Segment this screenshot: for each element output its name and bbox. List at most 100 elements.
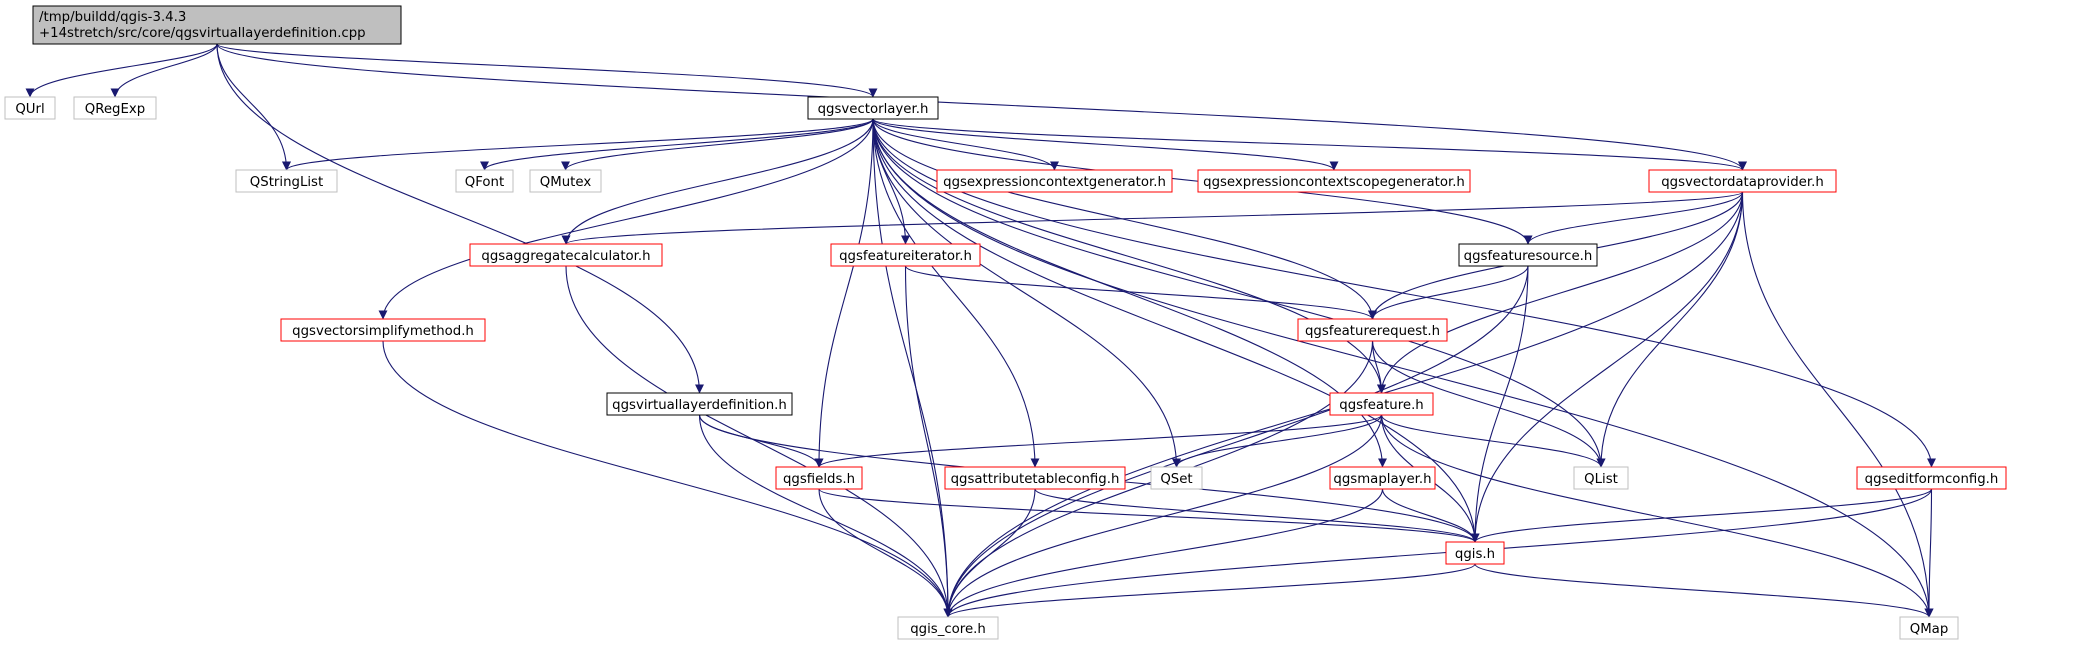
edge-qgseditformconfig-to-qgis_core — [943, 488, 1933, 618]
node-qgsfeatureiterator[interactable]: qgsfeatureiterator.h — [830, 243, 981, 267]
edge-qgsfeaturesource-to-qgis_core — [943, 265, 1529, 618]
node-label: QUrl — [15, 102, 44, 117]
node-box — [1856, 466, 2007, 490]
node-label: QList — [1584, 472, 1618, 487]
node-box — [280, 318, 486, 342]
node-qlist[interactable]: QList — [1573, 466, 1629, 490]
edge-qgsvectorlayer-to-qgsexprctxgen — [872, 118, 1059, 171]
node-label: qgsvirtuallayerdefinition.h — [612, 398, 787, 413]
node-box — [4, 96, 56, 120]
node-label: qgis.h — [1455, 547, 1495, 562]
node-box — [775, 466, 863, 490]
node-qgsfields[interactable]: qgsfields.h — [775, 466, 863, 490]
edge-qgsfeaturesource-to-qgsfeaturerequest — [1368, 265, 1529, 320]
node-qset[interactable]: QSet — [1150, 466, 1203, 490]
edge-qgsvectordataprovider-to-qgsfeaturesource — [1523, 191, 1744, 245]
edge-qgsfeature-to-qmap — [1380, 414, 1934, 618]
edge-qgsattributetableconfig-to-qgis — [1034, 488, 1480, 543]
edge-qgsmaplayer-to-qgis_core — [943, 488, 1384, 618]
node-box — [1648, 169, 1837, 193]
node-qgsfeaturerequest[interactable]: qgsfeaturerequest.h — [1297, 318, 1448, 342]
node-qgsfeature[interactable]: qgsfeature.h — [1329, 392, 1434, 416]
node-qmap[interactable]: QMap — [1899, 616, 1959, 640]
node-label: QRegExp — [85, 102, 145, 117]
node-label: QMap — [1910, 622, 1949, 637]
node-label: QFont — [465, 175, 504, 190]
node-qgsexprctxscopegen[interactable]: qgsexpressioncontextscopegenerator.h — [1197, 169, 1471, 193]
node-box — [1445, 541, 1505, 565]
node-label: QStringList — [250, 175, 323, 190]
node-qgsvectorsimplifymethod[interactable]: qgsvectorsimplifymethod.h — [280, 318, 486, 342]
node-qfont[interactable]: QFont — [455, 169, 514, 193]
edge-qgsmaplayer-to-qgis — [1381, 488, 1480, 543]
edge-root-to-qregexp — [110, 43, 218, 98]
node-qgis_core[interactable]: qgis_core.h — [897, 616, 999, 640]
edge-qgsvectorlayer-to-qgsvectordataprovider — [872, 118, 1747, 171]
node-box — [606, 392, 793, 416]
node-box — [1329, 392, 1434, 416]
edge-qgsvectorlayer-to-qmutex — [561, 118, 874, 171]
node-label: QSet — [1160, 472, 1192, 487]
edge-qgsvectordataprovider-to-qlist — [1596, 191, 1744, 468]
edge-qgsfeaturesource-to-qgis — [1470, 265, 1529, 543]
edges — [25, 43, 1936, 618]
node-qgseditformconfig[interactable]: qgseditformconfig.h — [1856, 466, 2007, 490]
node-qmutex[interactable]: QMutex — [529, 169, 602, 193]
edge-qgsvectorlayer-to-qgis — [872, 118, 1480, 543]
node-qstringlist[interactable]: QStringList — [235, 169, 338, 193]
node-box — [469, 243, 663, 267]
edge-root-to-qurl — [25, 43, 218, 98]
node-label: qgsfields.h — [783, 472, 855, 487]
node-root[interactable]: /tmp/buildd/qgis-3.4.3+14stretch/src/cor… — [32, 5, 402, 45]
node-qgsexprctxgen[interactable]: qgsexpressioncontextgenerator.h — [936, 169, 1173, 193]
node-label: qgsvectorlayer.h — [818, 102, 929, 117]
node-label: qgsexpressioncontextscopegenerator.h — [1203, 175, 1465, 190]
node-box — [73, 96, 157, 120]
node-box — [1573, 466, 1629, 490]
node-box — [830, 243, 981, 267]
edge-qgsvirtuallayerdefinition-to-qgsfields — [698, 414, 824, 468]
edge-qgseditformconfig-to-qmap — [1924, 488, 1934, 618]
edge-qgsaggregatecalculator-to-qgis_core — [565, 265, 953, 618]
edge-root-to-qgsvirtuallayerdefinition — [216, 43, 704, 394]
node-qgsattributetableconfig[interactable]: qgsattributetableconfig.h — [944, 466, 1126, 490]
node-qgsvectordataprovider[interactable]: qgsvectordataprovider.h — [1648, 169, 1837, 193]
node-box — [897, 616, 999, 640]
edge-qgis-to-qgis_core — [943, 563, 1476, 618]
node-box — [529, 169, 602, 193]
node-qgis[interactable]: qgis.h — [1445, 541, 1505, 565]
node-label: qgsvectordataprovider.h — [1661, 175, 1824, 190]
node-label: /tmp/buildd/qgis-3.4.3 — [39, 10, 186, 25]
edge-root-to-qstringlist — [216, 43, 291, 171]
node-qgsfeaturesource[interactable]: qgsfeaturesource.h — [1458, 243, 1598, 267]
node-qgsvirtuallayerdefinition[interactable]: qgsvirtuallayerdefinition.h — [606, 392, 793, 416]
edge-qgseditformconfig-to-qgis — [1470, 488, 1933, 543]
node-label: qgsfeaturerequest.h — [1305, 324, 1440, 339]
edge-qgsfeaturerequest-to-qlist — [1371, 340, 1606, 468]
node-box — [1297, 318, 1448, 342]
edge-root-to-qgsvectorlayer — [216, 43, 878, 98]
node-qgsmaplayer[interactable]: qgsmaplayer.h — [1329, 466, 1436, 490]
node-box — [1197, 169, 1471, 193]
nodes: /tmp/buildd/qgis-3.4.3+14stretch/src/cor… — [4, 5, 2007, 640]
node-qgsaggregatecalculator[interactable]: qgsaggregatecalculator.h — [469, 243, 663, 267]
node-label: qgsfeaturesource.h — [1464, 249, 1593, 264]
node-qurl[interactable]: QUrl — [4, 96, 56, 120]
edge-qgsvectorlayer-to-qstringlist — [282, 118, 874, 171]
edge-qgsvectorlayer-to-qgsfields — [814, 118, 874, 468]
edge-qgsfeatureiterator-to-qgis_core — [904, 265, 953, 618]
edge-qgsvectordataprovider-to-qgis — [1470, 191, 1744, 543]
node-label: qgsfeatureiterator.h — [839, 249, 972, 264]
edge-qgsvectorlayer-to-qgis_core — [872, 118, 953, 618]
edge-qgis-to-qmap — [1474, 563, 1934, 618]
edge-qgsvectorlayer-to-qmap — [872, 118, 1934, 618]
edge-qgsvectorlayer-to-qgsaggregatecalculator — [561, 118, 874, 245]
edge-qgsvectorlayer-to-qlist — [872, 118, 1606, 468]
node-label: qgsfeature.h — [1339, 398, 1423, 413]
node-box — [1899, 616, 1959, 640]
node-label: qgsattributetableconfig.h — [951, 472, 1120, 487]
node-qgsvectorlayer[interactable]: qgsvectorlayer.h — [807, 96, 939, 120]
edge-qgsfields-to-qgis — [818, 488, 1480, 543]
node-qregexp[interactable]: QRegExp — [73, 96, 157, 120]
